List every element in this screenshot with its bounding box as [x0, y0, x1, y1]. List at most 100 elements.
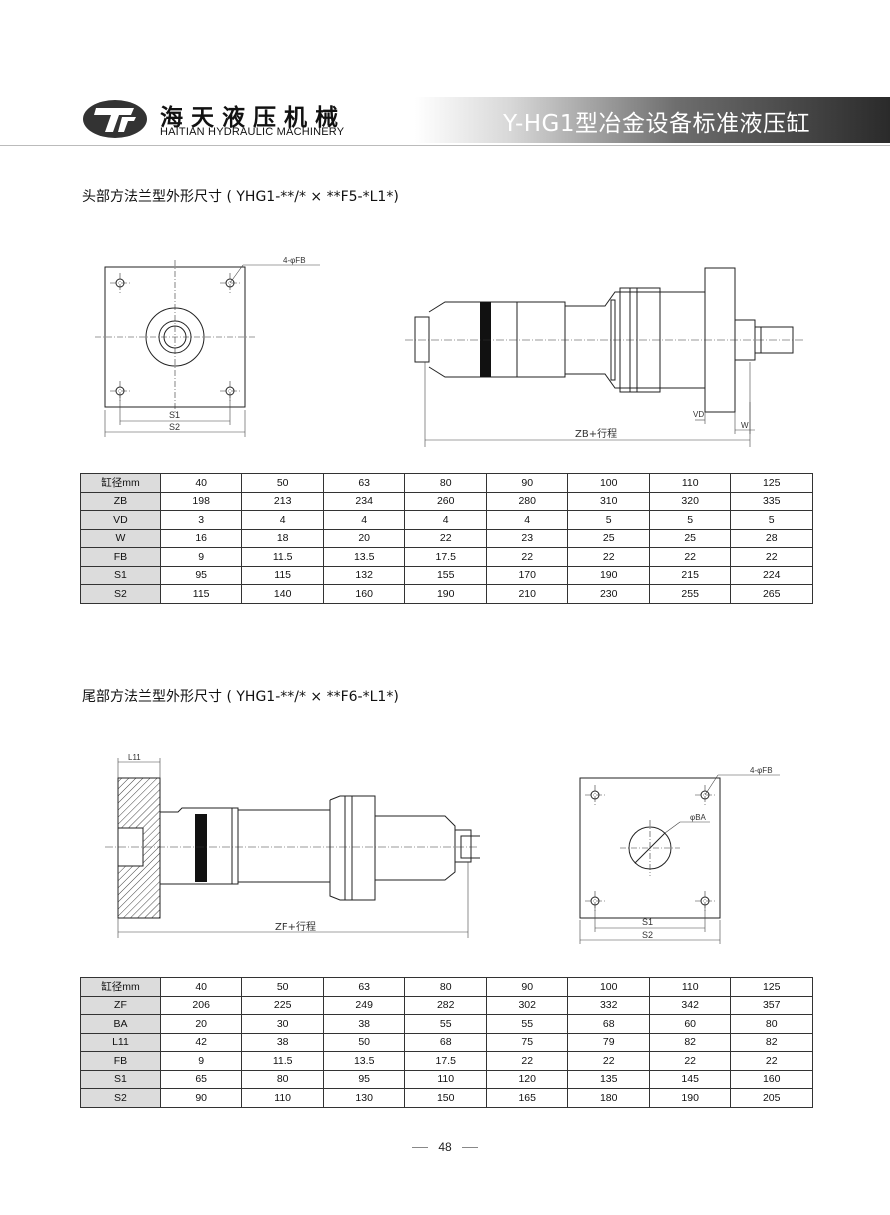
table-cell: 50	[322, 1032, 406, 1052]
tail-flange-front-view: 4-φFB φBA S1 S2	[579, 766, 780, 944]
table-cell: 130	[322, 1088, 406, 1108]
table-row: W 16 18 20 22 23 25 25 28	[80, 528, 813, 548]
table-cell: 224	[730, 565, 813, 585]
table-row: ZB 198 213 234 260 280 310 320 335	[80, 491, 813, 511]
table-cell: 82	[648, 1032, 732, 1052]
table-cell: 5	[567, 510, 650, 530]
tail-flange-dimension-table: 缸径mm 40 50 63 80 90 100 110 125 ZF 206 2…	[80, 977, 813, 1108]
table-cell: S2	[80, 1088, 161, 1108]
table-cell: 190	[648, 1088, 732, 1108]
table-cell: 125	[730, 977, 813, 997]
table-cell: 5	[648, 510, 732, 530]
table-cell: 180	[567, 1088, 650, 1108]
table-cell: 42	[159, 1032, 243, 1052]
table-cell: 9	[159, 1051, 243, 1071]
table-row: BA 20 30 38 55 55 68 60 80	[80, 1014, 813, 1034]
table-row: S2 90 110 130 150 165 180 190 205	[80, 1088, 813, 1108]
table-cell: 140	[241, 584, 324, 604]
table-cell: L11	[80, 1032, 161, 1052]
fb-label: 4-φFB	[283, 256, 306, 265]
head-flange-dimension-table: 缸径mm 40 50 63 80 90 100 110 125 ZB 198 2…	[80, 473, 813, 604]
table-cell: 38	[322, 1014, 406, 1034]
table-cell: 22	[567, 547, 650, 567]
table-cell: 4	[241, 510, 324, 530]
table-row: FB 9 11.5 13.5 17.5 22 22 22 22	[80, 1051, 813, 1071]
table-row: L11 42 38 50 68 75 79 82 82	[80, 1032, 813, 1052]
s2-label: S2	[642, 930, 653, 940]
table-cell: 234	[322, 491, 406, 511]
table-cell: 22	[730, 547, 813, 567]
table-cell: 110	[241, 1088, 324, 1108]
table-cell: 165	[485, 1088, 569, 1108]
table-cell: 30	[241, 1014, 324, 1034]
table-cell: 65	[159, 1069, 243, 1089]
title-bar	[415, 97, 890, 143]
table-cell: 249	[322, 995, 406, 1015]
table-cell: 160	[322, 584, 406, 604]
table-row: S2 115 140 160 190 210 230 255 265	[80, 584, 813, 604]
table-cell: 18	[241, 528, 324, 548]
table-cell: FB	[80, 547, 161, 567]
table-cell: FB	[80, 1051, 161, 1071]
table-cell: 16	[159, 528, 243, 548]
table-cell: 13.5	[322, 547, 406, 567]
table-cell: 255	[648, 584, 732, 604]
zb-label: ZB+行程	[575, 427, 617, 440]
table-cell: 205	[730, 1088, 813, 1108]
table-cell: 20	[322, 528, 406, 548]
table-cell: 115	[159, 584, 243, 604]
table-cell: 332	[567, 995, 650, 1015]
table-cell: S1	[80, 1069, 161, 1089]
table-cell: 213	[241, 491, 324, 511]
table-cell: 75	[485, 1032, 569, 1052]
vd-label: VD	[693, 410, 704, 419]
section-1-title: 头部方法兰型外形尺寸 ( YHG1-**/* × **F5-*L1*)	[82, 189, 399, 205]
table-cell: 206	[159, 995, 243, 1015]
table-cell: 22	[567, 1051, 650, 1071]
zf-label: ZF+行程	[275, 920, 316, 933]
table-cell: 5	[730, 510, 813, 530]
table-cell: 23	[485, 528, 569, 548]
table-cell: ZB	[80, 491, 161, 511]
footer-dash-right	[461, 1147, 478, 1149]
table-cell: 68	[567, 1014, 650, 1034]
table-cell: 215	[648, 565, 732, 585]
table-row: S1 95 115 132 155 170 190 215 224	[80, 565, 813, 585]
table-cell: 95	[159, 565, 243, 585]
head-flange-side-view: VD W ZB+行程	[405, 267, 803, 447]
table-cell: 110	[404, 1069, 487, 1089]
table-cell: S2	[80, 584, 161, 604]
table-cell: 90	[485, 977, 569, 997]
table-cell: 28	[730, 528, 813, 548]
table-cell: 100	[567, 977, 650, 997]
table-cell: 20	[159, 1014, 243, 1034]
page-number: 48	[438, 1140, 452, 1154]
table-cell: ZF	[80, 995, 161, 1015]
table-cell: 282	[404, 995, 487, 1015]
company-logo-icon	[83, 100, 147, 138]
table-cell: 63	[322, 977, 406, 997]
table-cell: 4	[322, 510, 406, 530]
table-cell: 9	[159, 547, 243, 567]
table-cell: 63	[322, 473, 406, 493]
table-row: VD 3 4 4 4 4 5 5 5	[80, 510, 813, 530]
table-cell: 110	[648, 977, 732, 997]
table-cell: 320	[648, 491, 732, 511]
table-cell: 22	[730, 1051, 813, 1071]
table-cell: 4	[404, 510, 487, 530]
table-cell: 11.5	[241, 1051, 324, 1071]
footer-dash-left	[412, 1147, 429, 1149]
s1-label: S1	[642, 917, 653, 927]
table-cell: 22	[404, 528, 487, 548]
table-cell: 260	[404, 491, 487, 511]
table-cell: 90	[159, 1088, 243, 1108]
table-cell: 80	[241, 1069, 324, 1089]
table-cell: 22	[648, 547, 732, 567]
page-title: Y-HG1型冶金设备标准液压缸	[503, 111, 810, 137]
table-cell: 190	[404, 584, 487, 604]
table-cell: 60	[648, 1014, 732, 1034]
table-row: 缸径mm 40 50 63 80 90 100 110 125	[80, 977, 813, 997]
table-cell: 132	[322, 565, 406, 585]
table-cell: 50	[241, 977, 324, 997]
table-cell: 55	[404, 1014, 487, 1034]
